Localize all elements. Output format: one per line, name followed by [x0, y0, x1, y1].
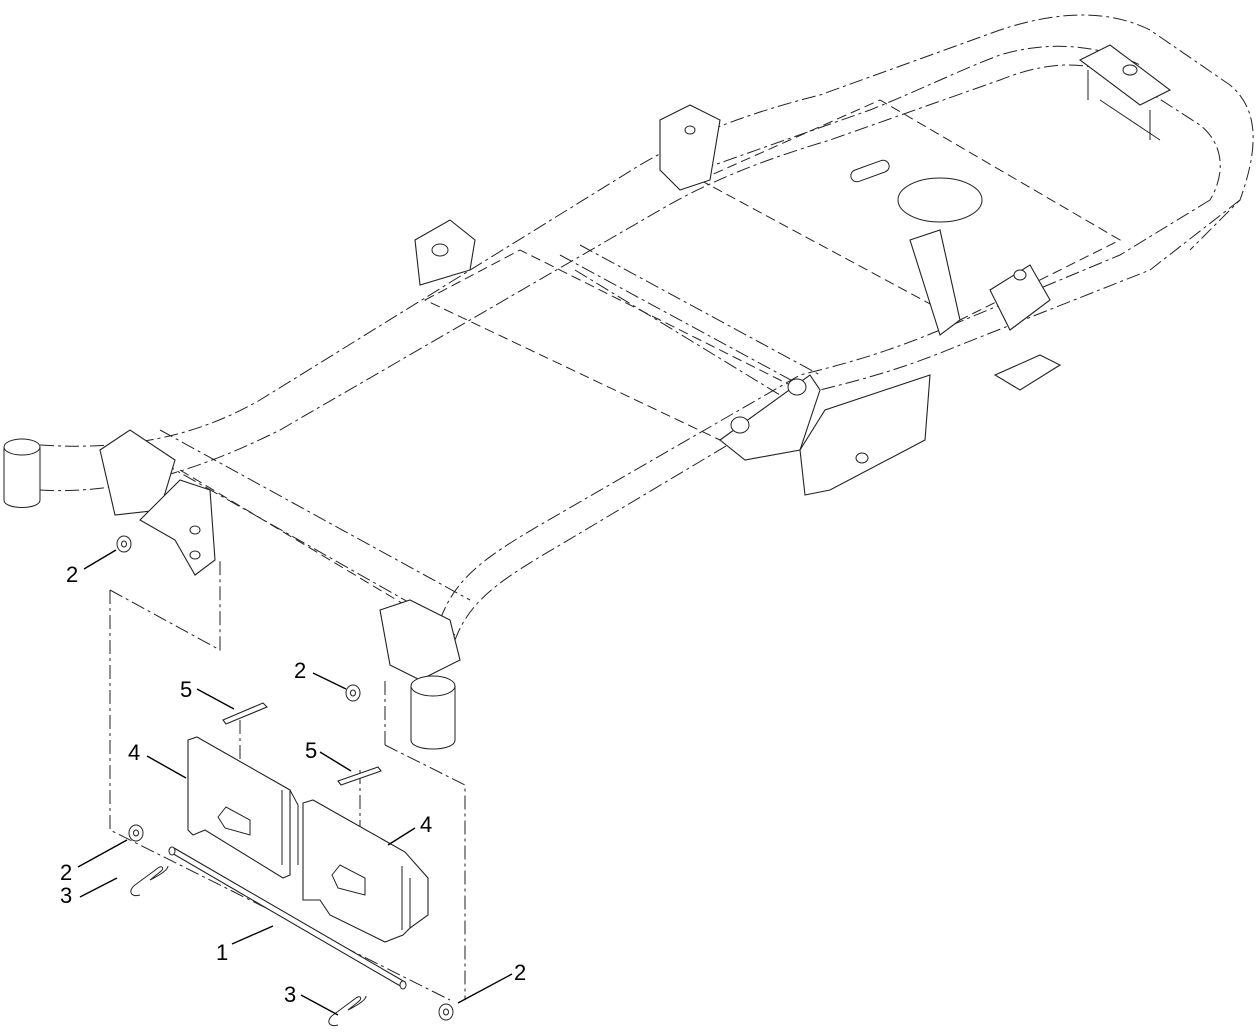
callout-2: 2 — [514, 960, 526, 985]
part-5-pad-lower — [337, 766, 382, 786]
mower-frame — [39, 14, 1254, 641]
callout-3: 3 — [60, 883, 72, 908]
callout-leaders — [77, 549, 513, 1016]
callout-5: 5 — [180, 677, 192, 702]
part-1-rod — [168, 846, 407, 990]
callout-2: 2 — [294, 658, 306, 683]
callout-1: 1 — [216, 940, 228, 965]
callout-5: 5 — [305, 738, 317, 763]
callout-2: 2 — [60, 860, 72, 885]
part-3-clips — [130, 865, 367, 1027]
part-4-right-plate — [302, 799, 429, 943]
callout-3: 3 — [284, 982, 296, 1007]
part-4-left-plate — [187, 736, 299, 879]
callout-2: 2 — [66, 562, 78, 587]
callout-labels: 2 2 5 4 5 4 2 3 1 3 2 — [60, 562, 526, 1007]
part-5-pad-upper — [222, 702, 268, 725]
callout-4: 4 — [128, 740, 140, 765]
frame-brackets — [3, 44, 1172, 750]
callout-4: 4 — [420, 812, 432, 837]
part-2-washers — [116, 535, 454, 1021]
